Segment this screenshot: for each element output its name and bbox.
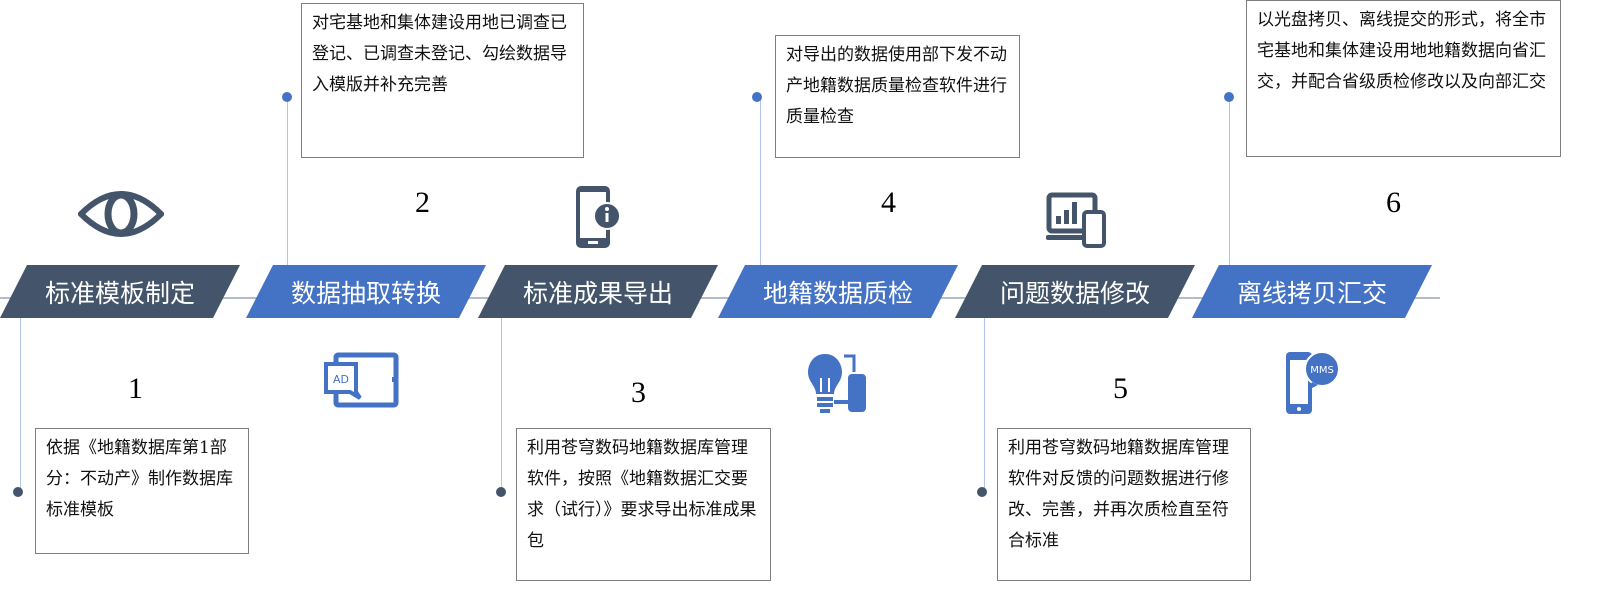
- connector-6: [1229, 97, 1230, 265]
- connector-5: [984, 318, 985, 493]
- lightbulb-device-icon: [808, 354, 866, 413]
- step-3-number: 3: [631, 376, 646, 409]
- svg-text:AD: AD: [333, 373, 349, 386]
- step-1-label: 标准模板制定: [0, 265, 240, 318]
- step-3-description: 利用苍穹数码地籍数据库管理软件，按照《地籍数据汇交要求（试行）》要求导出标准成果…: [516, 428, 771, 581]
- phone-mms-icon: MMS: [1286, 351, 1340, 414]
- step-4-description: 对导出的数据使用部下发不动产地籍数据质量检查软件进行质量检查: [775, 35, 1020, 158]
- connector-4: [760, 97, 761, 265]
- connector-2: [287, 97, 288, 265]
- step-5-number: 5: [1113, 372, 1128, 405]
- step-6-label: 离线拷贝汇交: [1192, 265, 1432, 318]
- connector-dot-1: [13, 487, 23, 497]
- step-4-number: 4: [881, 186, 896, 219]
- connector-dot-3: [496, 487, 506, 497]
- step-4-label: 地籍数据质检: [718, 265, 958, 318]
- phone-info-icon: [576, 186, 621, 248]
- step-1-description: 依据《地籍数据库第1部分：不动产》制作数据库标准模板: [35, 428, 249, 554]
- connector-dot-5: [977, 487, 987, 497]
- step-5-label: 问题数据修改: [955, 265, 1195, 318]
- step-2-label: 数据抽取转换: [246, 265, 486, 318]
- tablet-ad-icon: AD: [324, 352, 399, 408]
- monitor-chart-icon: [1046, 192, 1106, 248]
- connector-dot-6: [1224, 92, 1234, 102]
- step-1-number: 1: [128, 372, 143, 405]
- svg-text:MMS: MMS: [1310, 365, 1334, 376]
- step-6-number: 6: [1386, 186, 1401, 219]
- step-3-label: 标准成果导出: [478, 265, 718, 318]
- eye-icon: [78, 191, 164, 237]
- step-2-description: 对宅基地和集体建设用地已调查已登记、已调查未登记、勾绘数据导入模版并补充完善: [301, 3, 584, 158]
- connector-3: [501, 318, 502, 493]
- step-6-description: 以光盘拷贝、离线提交的形式，将全市宅基地和集体建设用地地籍数据向省汇交，并配合省…: [1246, 0, 1561, 157]
- connector-1: [20, 318, 21, 493]
- step-2-number: 2: [415, 186, 430, 219]
- connector-dot-4: [752, 92, 762, 102]
- step-5-description: 利用苍穹数码地籍数据库管理软件对反馈的问题数据进行修改、完善，并再次质检直至符合…: [997, 428, 1251, 581]
- connector-dot-2: [282, 92, 292, 102]
- timeline-line: [0, 297, 1440, 299]
